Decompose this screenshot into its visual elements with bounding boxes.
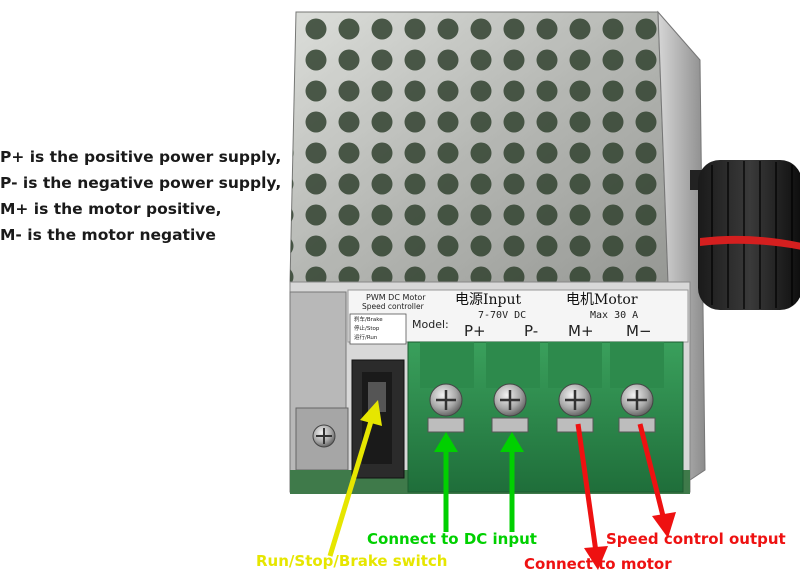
- callout-dc-input: Connect to DC input: [367, 530, 537, 548]
- wire-clamps: [427, 417, 656, 433]
- label-title-line1: PWM DC Motor: [366, 293, 426, 302]
- arrow-motor-plus: [575, 423, 608, 570]
- legend-line-p-plus: P+ is the positive power supply,: [0, 148, 282, 166]
- knob-indicator-line: [700, 235, 800, 250]
- terminal-label-m-plus: M+: [568, 322, 594, 340]
- legend-line-m-minus: M- is the motor negative: [0, 226, 216, 244]
- arrow-switch: [327, 400, 382, 557]
- legend-line-m-plus: M+ is the motor positive,: [0, 200, 222, 218]
- label-input-voltage: 7-70V DC: [478, 310, 526, 321]
- terminal-screw-m-plus[interactable]: [558, 383, 592, 417]
- legend-line-p-minus: P- is the negative power supply,: [0, 174, 282, 192]
- callout-switch: Run/Stop/Brake switch: [256, 552, 448, 570]
- callout-speed-output: Speed control output: [606, 530, 786, 548]
- terminal-screw-p-plus[interactable]: [429, 383, 463, 417]
- terminal-block: [407, 341, 684, 493]
- arrow-motor-minus: [637, 423, 676, 538]
- side-bracket: [289, 291, 349, 493]
- terminal-label-p-minus: P-: [524, 322, 538, 340]
- arrow-dc-input-right: [500, 432, 524, 532]
- callout-motor: Connect to motor: [524, 555, 672, 573]
- perforated-cover: [289, 11, 669, 283]
- label-motor-max: Max 30 A: [590, 310, 638, 321]
- label-motor-heading: 电机Motor: [566, 292, 638, 308]
- speed-knob[interactable]: [690, 160, 800, 310]
- terminal-label-p-plus: P+: [464, 322, 486, 340]
- arrow-dc-input-left: [434, 432, 458, 532]
- terminal-screw-p-minus[interactable]: [493, 383, 527, 417]
- label-model: Model:: [412, 318, 449, 331]
- terminal-legend: P+ is the positive power supply, P- is t…: [0, 144, 300, 248]
- label-switch-brake: 刹车/Brake: [354, 315, 383, 323]
- label-input-heading: 电源Input: [455, 292, 522, 308]
- label-switch-run: 运行/Run: [354, 333, 378, 341]
- label-title-line2: Speed controller: [362, 302, 425, 311]
- terminal-screw-m-minus[interactable]: [620, 383, 654, 417]
- label-switch-stop: 停止/Stop: [354, 324, 380, 332]
- housing-right-side: [657, 10, 706, 481]
- terminal-label-m-minus: M−: [626, 322, 652, 340]
